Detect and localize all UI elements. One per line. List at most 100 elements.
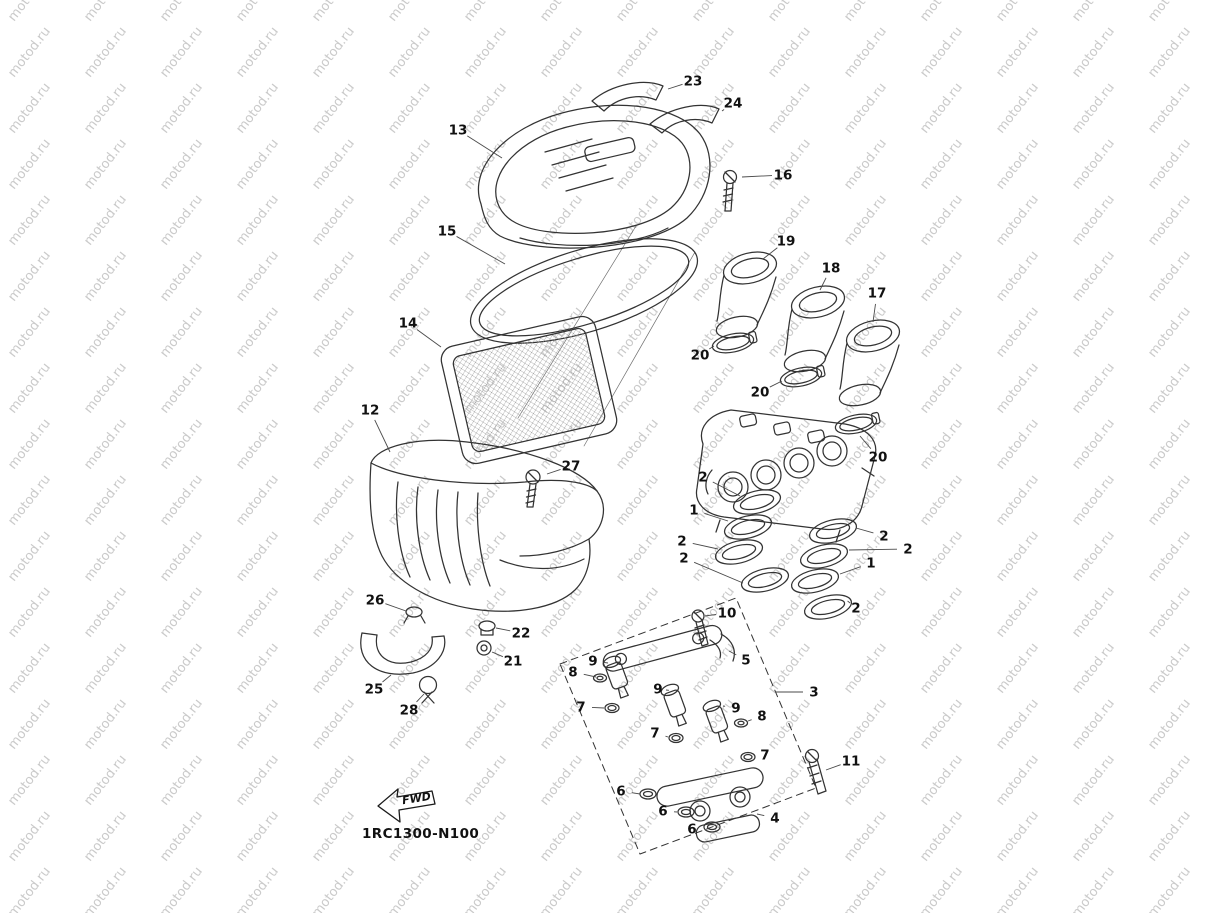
callout-label: 16 [774, 168, 793, 184]
watermark-text: motod.ru [689, 416, 738, 472]
pipe-o-ring-3 [703, 821, 721, 833]
leader-line [756, 813, 765, 817]
watermark-text: motod.ru [81, 360, 130, 416]
callout-label: 27 [562, 459, 581, 475]
leader-line [467, 135, 503, 159]
callout-label: 9 [731, 701, 740, 717]
air-filter-element [440, 315, 618, 465]
watermark-text: motod.ru [81, 248, 130, 304]
watermark-text: motod.ru [5, 808, 54, 864]
callout-label: 20 [751, 385, 770, 401]
watermark-text: motod.ru [157, 808, 206, 864]
callout-label: 8 [568, 665, 577, 681]
watermark-text: motod.ru [233, 304, 282, 360]
watermark-text: motod.ru [1069, 136, 1118, 192]
watermark-text: motod.ru [461, 528, 510, 584]
watermark-text: motod.ru [765, 864, 814, 913]
watermark-text: motod.ru [309, 248, 358, 304]
watermark-text: motod.ru [385, 304, 434, 360]
leader-line [704, 512, 729, 522]
watermark-text: motod.ru [537, 136, 586, 192]
leader-line [855, 527, 874, 534]
watermark-text: motod.ru [5, 360, 54, 416]
diagram-parts [360, 81, 901, 855]
watermark-text: motod.ru [841, 808, 890, 864]
watermark-text: motod.ru [1145, 24, 1194, 80]
watermark-text: motod.ru [1069, 360, 1118, 416]
watermark-text: motod.ru [157, 80, 206, 136]
watermark-text: motod.ru [993, 24, 1042, 80]
watermark-text: motod.ru [1069, 808, 1118, 864]
watermark-text: motod.ru [917, 304, 966, 360]
injector-seal-2 [733, 718, 749, 728]
leader-line [382, 674, 392, 683]
fwd-arrow-icon [377, 788, 436, 823]
o-ring-7-1 [604, 702, 620, 714]
watermark-text: motod.ru [613, 472, 662, 528]
watermark-text: motod.ru [1069, 864, 1118, 913]
watermark-text: motod.ru [841, 584, 890, 640]
watermark-text: motod.ru [233, 248, 282, 304]
callout-label: 2 [698, 470, 707, 486]
watermark-text: motod.ru [385, 136, 434, 192]
watermark-text: motod.ru [1069, 528, 1118, 584]
watermark-text: motod.ru [5, 248, 54, 304]
watermark-text: motod.ru [1069, 696, 1118, 752]
watermark-text: motod.ru [309, 640, 358, 696]
callout-label: 7 [760, 748, 769, 764]
leader-line [692, 542, 719, 550]
watermark-text: motod.ru [917, 472, 966, 528]
watermark-text: motod.ru [537, 584, 586, 640]
watermark-text: motod.ru [157, 248, 206, 304]
watermark-text: motod.ru [233, 752, 282, 808]
watermark-text: motod.ru [81, 24, 130, 80]
watermark-text: motod.ru [917, 528, 966, 584]
watermark-text: motod.ru [157, 136, 206, 192]
callout-label: 14 [399, 316, 418, 332]
leader-line [385, 603, 407, 612]
callout-label: 12 [361, 403, 380, 419]
watermark-text: motod.ru [81, 0, 130, 24]
watermark-text: motod.ru [917, 416, 966, 472]
callout-label: 2 [679, 551, 688, 567]
watermark-text: motod.ru [765, 136, 814, 192]
fuel-injector-1 [602, 655, 629, 699]
watermark-text: motod.ru [1145, 192, 1194, 248]
watermark-text: motod.ru [309, 472, 358, 528]
cover-clip-23 [591, 81, 664, 112]
watermark-text: motod.ru [309, 192, 358, 248]
watermark-text: motod.ru [157, 584, 206, 640]
watermark-text: motod.ru [5, 24, 54, 80]
watermark-text: motod.ru [841, 24, 890, 80]
leader-line [583, 673, 597, 678]
watermark-text: motod.ru [841, 864, 890, 913]
watermark-text: motod.ru [233, 640, 282, 696]
leader-line [667, 83, 683, 90]
grommet-21 [476, 640, 492, 656]
watermark-text: motod.ru [81, 696, 130, 752]
watermark-text: motod.ru [309, 752, 358, 808]
watermark-text: motod.ru [1145, 136, 1194, 192]
watermark-text: motod.ru [157, 472, 206, 528]
watermark-text: motod.ru [1145, 304, 1194, 360]
watermark-text: motod.ru [537, 192, 586, 248]
watermark-text: motod.ru [917, 584, 966, 640]
watermark-text: motod.ru [309, 528, 358, 584]
callout-label: 4 [770, 811, 779, 827]
leader-line [704, 614, 717, 617]
watermark-text: motod.ru [309, 304, 358, 360]
watermark-text: motod.ru [993, 472, 1042, 528]
watermark-text: motod.ru [5, 472, 54, 528]
watermark-text: motod.ru [917, 808, 966, 864]
leader-line [665, 735, 669, 738]
watermark-text: motod.ru [157, 640, 206, 696]
watermark-text: motod.ru [461, 80, 510, 136]
watermark-text: motod.ru [385, 416, 434, 472]
watermark-text: motod.ru [5, 640, 54, 696]
callout-label: 10 [718, 606, 737, 622]
pipe-bolt [804, 748, 827, 795]
watermark-text: motod.ru [309, 80, 358, 136]
leader-line [693, 561, 744, 584]
fwd-label: FWD [401, 790, 431, 807]
leader-line [819, 277, 827, 291]
